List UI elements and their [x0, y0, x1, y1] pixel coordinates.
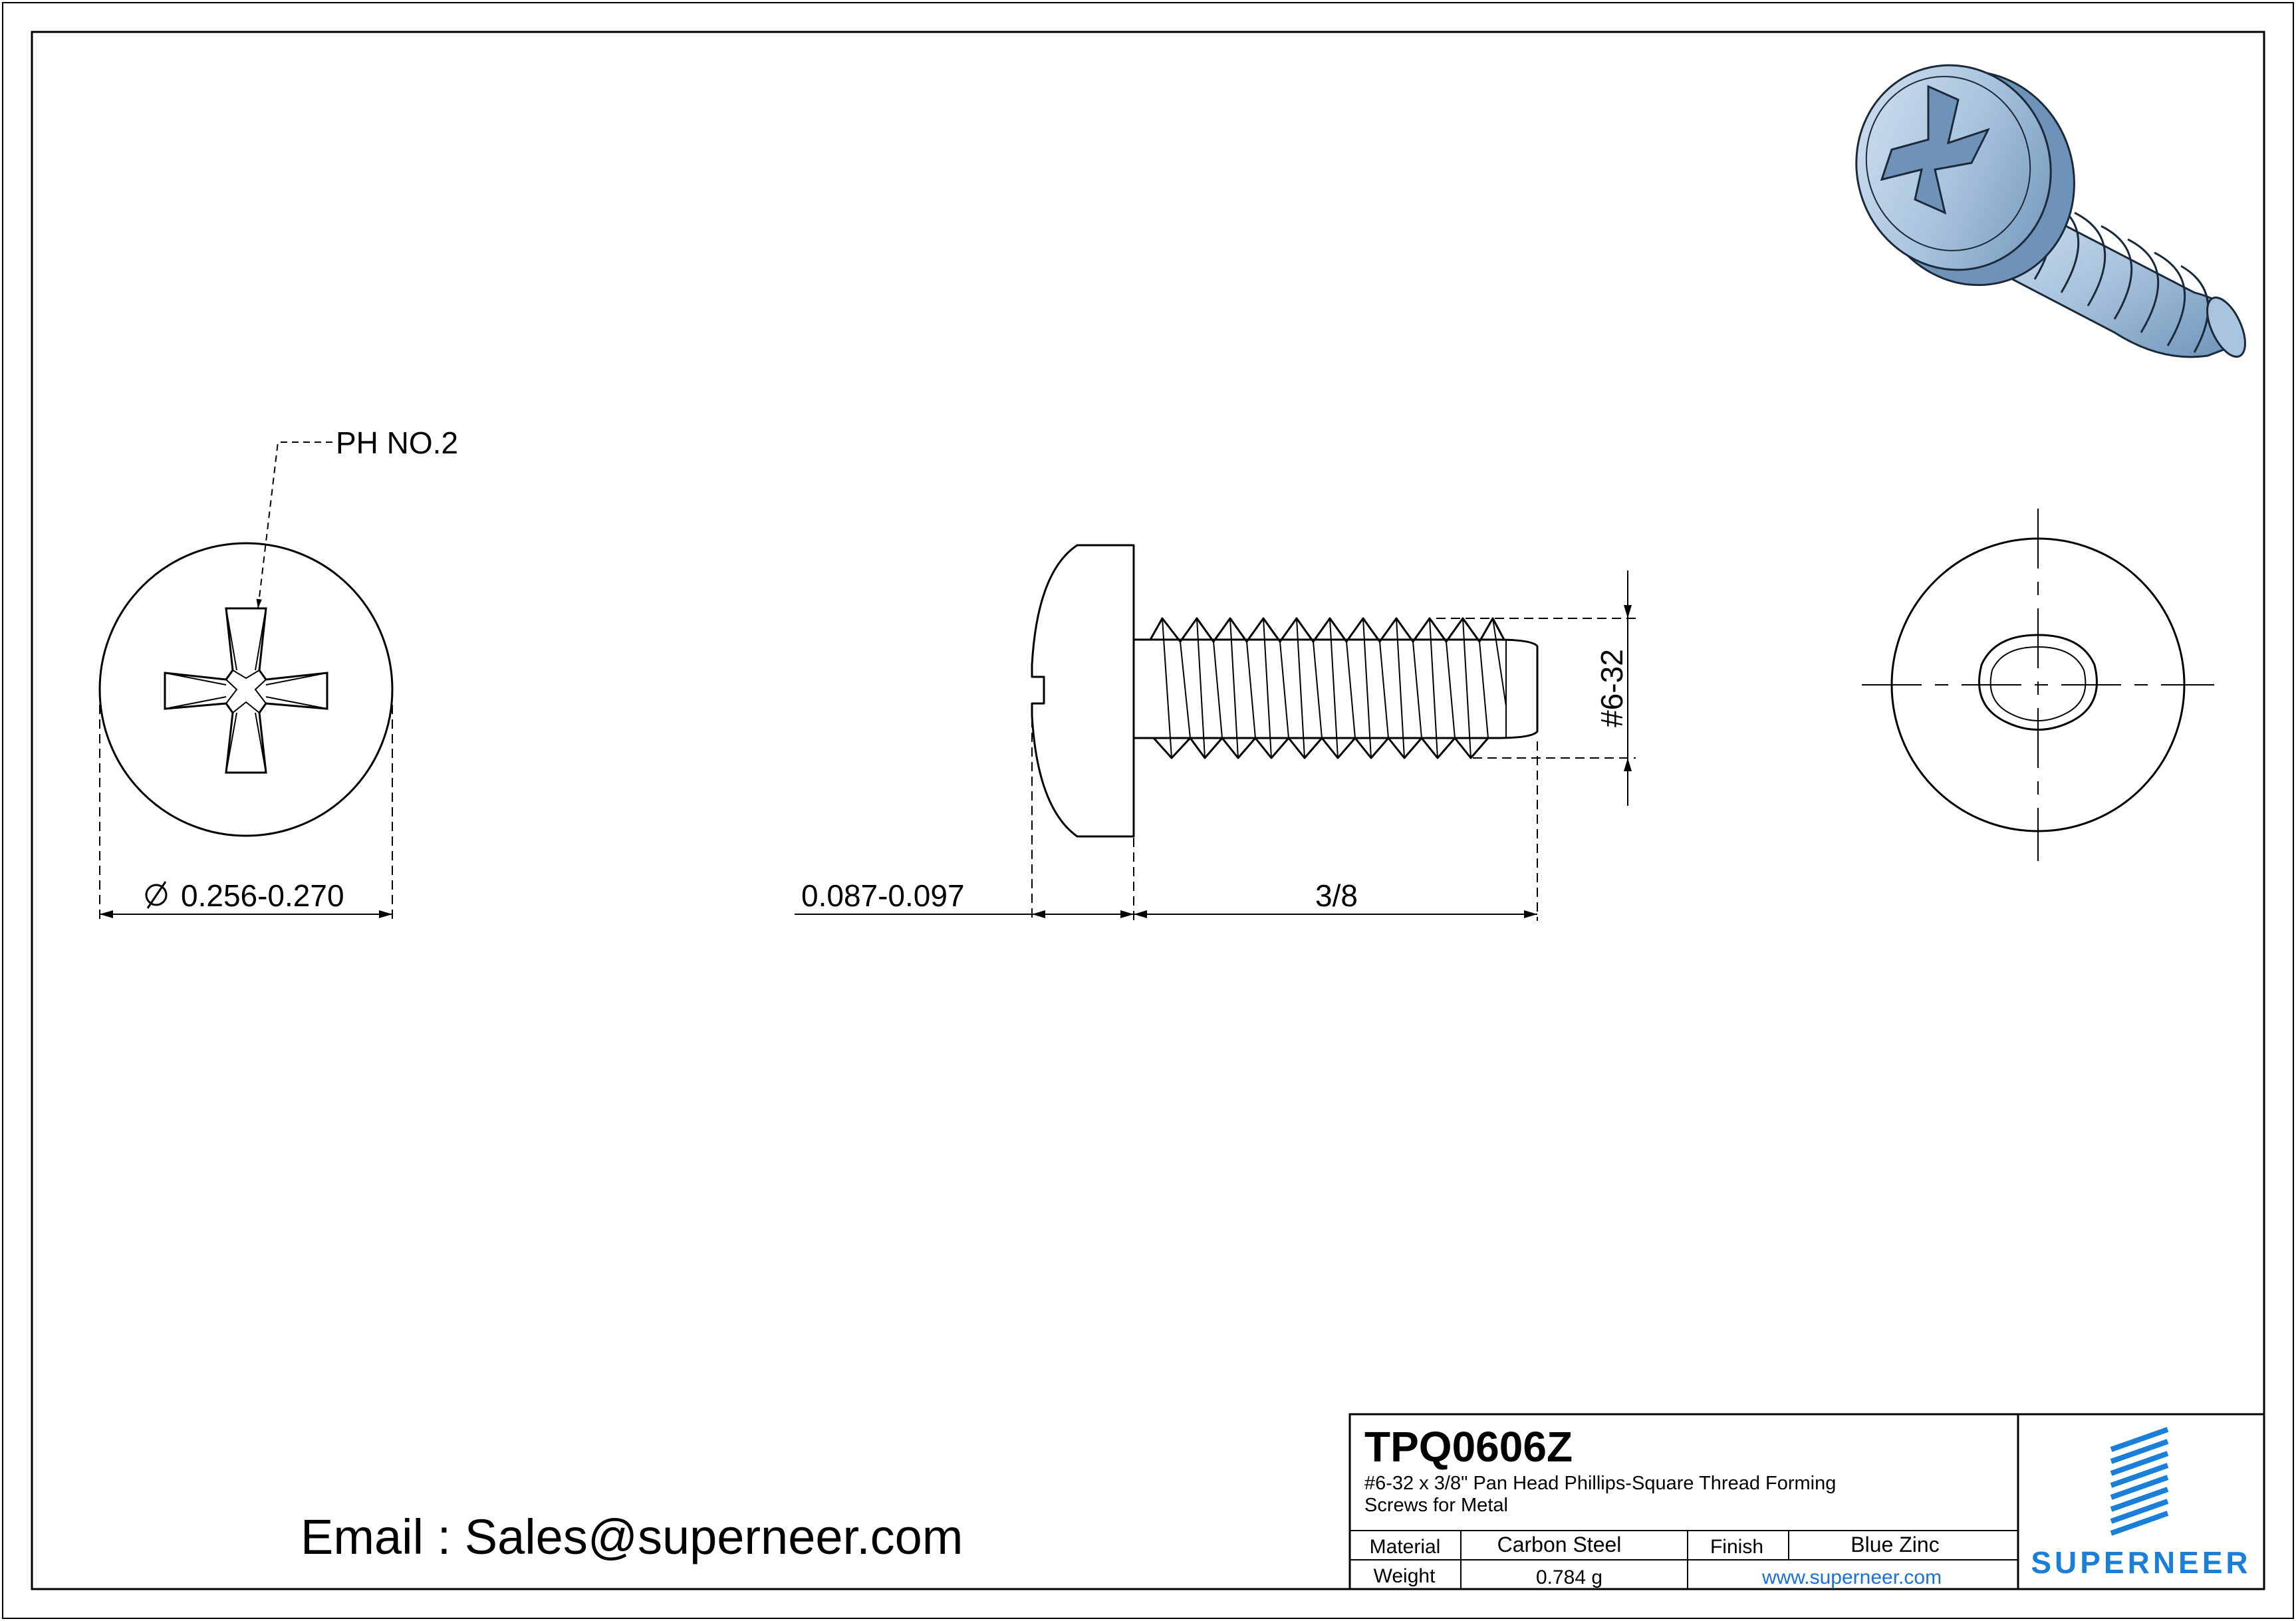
- website-link[interactable]: www.superneer.com: [1761, 1566, 1942, 1588]
- head-height-value: 0.087-0.097: [801, 878, 965, 913]
- weight-value: 0.784 g: [1536, 1566, 1602, 1588]
- finish-label: Finish: [1710, 1536, 1763, 1558]
- thread-profile: [1134, 617, 1505, 759]
- top-view: [98, 542, 394, 837]
- description-line-1: #6-32 x 3/8" Pan Head Phillips-Square Th…: [1364, 1473, 1836, 1494]
- shank-outline: [1134, 638, 1539, 739]
- centerlines: [1862, 509, 2214, 861]
- phillips-recess-icon: [164, 607, 328, 774]
- finish-value: Blue Zinc: [1850, 1533, 1939, 1557]
- material-label: Material: [1370, 1536, 1441, 1558]
- head-outline: [98, 542, 394, 837]
- inner-border: [31, 31, 2265, 1590]
- head-diameter-value: 0.256-0.270: [181, 878, 344, 913]
- pan-head-outline: [1031, 544, 1135, 838]
- head-diameter-dimension: [99, 705, 393, 921]
- contact-email[interactable]: Email : Sales@superneer.com: [301, 1509, 963, 1564]
- length-value: 3/8: [1315, 878, 1358, 913]
- brand-name: SUPERNEER: [2031, 1545, 2251, 1580]
- screw-3d-illustration: [1855, 64, 2246, 358]
- part-number: TPQ0606Z: [1364, 1423, 1573, 1471]
- material-value: Carbon Steel: [1497, 1533, 1622, 1557]
- drive-callout-text: PH NO.2: [336, 426, 458, 460]
- thread-dimension: [1436, 570, 1636, 806]
- length-dimensions: [795, 718, 1538, 921]
- diameter-symbol-icon: [145, 881, 168, 909]
- drive-callout: PH NO.2: [256, 426, 458, 609]
- weight-label: Weight: [1374, 1565, 1436, 1587]
- phillips-3d-icon: [1880, 84, 1990, 215]
- end-view: [1862, 509, 2214, 861]
- title-block: [1348, 1413, 2265, 1590]
- superneer-logo-icon: [2110, 1427, 2169, 1536]
- thread-size-value: #6-32: [1594, 649, 1629, 727]
- side-view: [1031, 544, 1539, 838]
- description-line-2: Screws for Metal: [1364, 1495, 1508, 1516]
